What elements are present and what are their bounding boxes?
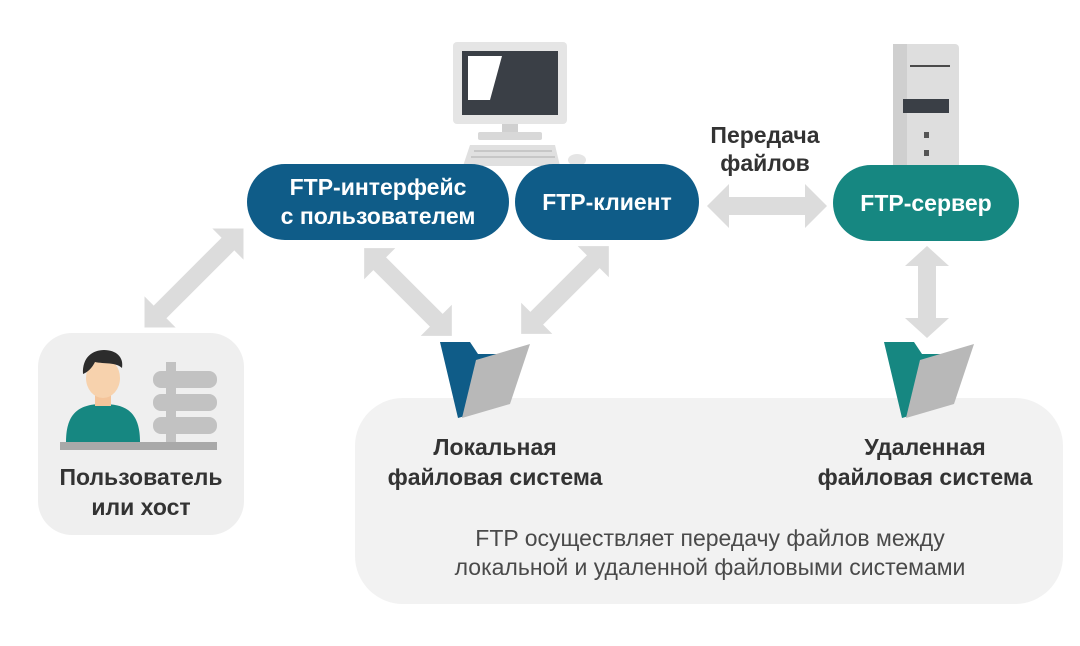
user-icon (60, 350, 217, 450)
ftp-client-label: FTP-клиент (542, 188, 672, 215)
transfer-label-line2: файлов (720, 150, 810, 176)
description: FTP осуществляет передачу файлов между л… (380, 524, 1040, 582)
transfer-label: Передача файлов (690, 121, 840, 177)
local-fs-line2: файловая система (387, 464, 603, 490)
user-label: Пользователь или хост (38, 462, 244, 522)
remote-fs-line2: файловая система (817, 464, 1033, 490)
description-line2: локальной и удаленной файловыми системам… (454, 554, 966, 580)
folder-icon (440, 342, 530, 418)
server-icon (893, 44, 959, 172)
arrow-client-server (707, 184, 827, 228)
remote-fs-label: Удаленная файловая система (795, 432, 1055, 492)
filesystems-panel (355, 398, 1063, 604)
remote-fs-line1: Удаленная (864, 434, 986, 460)
arrow-interface-localfs (364, 248, 452, 336)
transfer-label-line1: Передача (710, 122, 820, 148)
double-arrows (144, 184, 949, 338)
ftp-interface-line2: с пользователем (280, 203, 476, 229)
ftp-interface-line1: FTP-интерфейс (289, 174, 467, 200)
local-fs-label: Локальная файловая система (365, 432, 625, 492)
user-label-line1: Пользователь (59, 464, 223, 490)
ftp-server-label: FTP-сервер (860, 189, 992, 216)
ftp-server-node: FTP-сервер (833, 165, 1019, 241)
arrow-user-interface (144, 228, 244, 328)
local-fs-line1: Локальная (433, 434, 557, 460)
user-label-line2: или хост (91, 494, 191, 520)
ftp-interface-node: FTP-интерфейс с пользователем (247, 164, 509, 240)
ftp-client-node: FTP-клиент (515, 164, 699, 240)
folder-icon-remote (884, 342, 974, 418)
computer-icon (453, 42, 586, 166)
arrow-server-remotefs (905, 246, 949, 338)
arrow-client-localfs (521, 246, 609, 334)
description-line1: FTP осуществляет передачу файлов между (475, 525, 945, 551)
